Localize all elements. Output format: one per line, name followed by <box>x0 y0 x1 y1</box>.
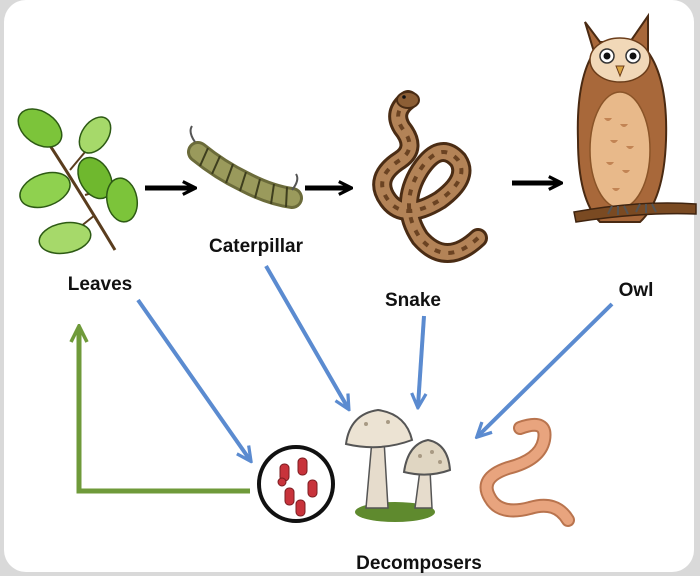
leaves-label: Leaves <box>68 274 132 295</box>
caterpillar-label: Caterpillar <box>209 236 304 257</box>
owl-illustration <box>574 16 696 222</box>
mushrooms-illustration <box>346 410 450 522</box>
bacteria-illustration <box>259 447 333 521</box>
arrow-owl-to-decomposers <box>478 304 612 436</box>
snake-label: Snake <box>385 290 441 311</box>
arrow-leaves-to-decomposers <box>138 300 250 460</box>
leaves-illustration <box>11 101 140 257</box>
snake-illustration <box>382 92 478 253</box>
earthworm-illustration <box>487 425 568 520</box>
caterpillar-illustration <box>191 126 298 207</box>
arrow-decomposers-to-leaves <box>79 328 250 491</box>
arrow-snake-to-decomposers <box>418 316 424 406</box>
arrow-caterpillar-to-decomposers <box>266 266 348 408</box>
decomposers-label: Decomposers <box>356 553 482 574</box>
owl-label: Owl <box>619 280 654 301</box>
